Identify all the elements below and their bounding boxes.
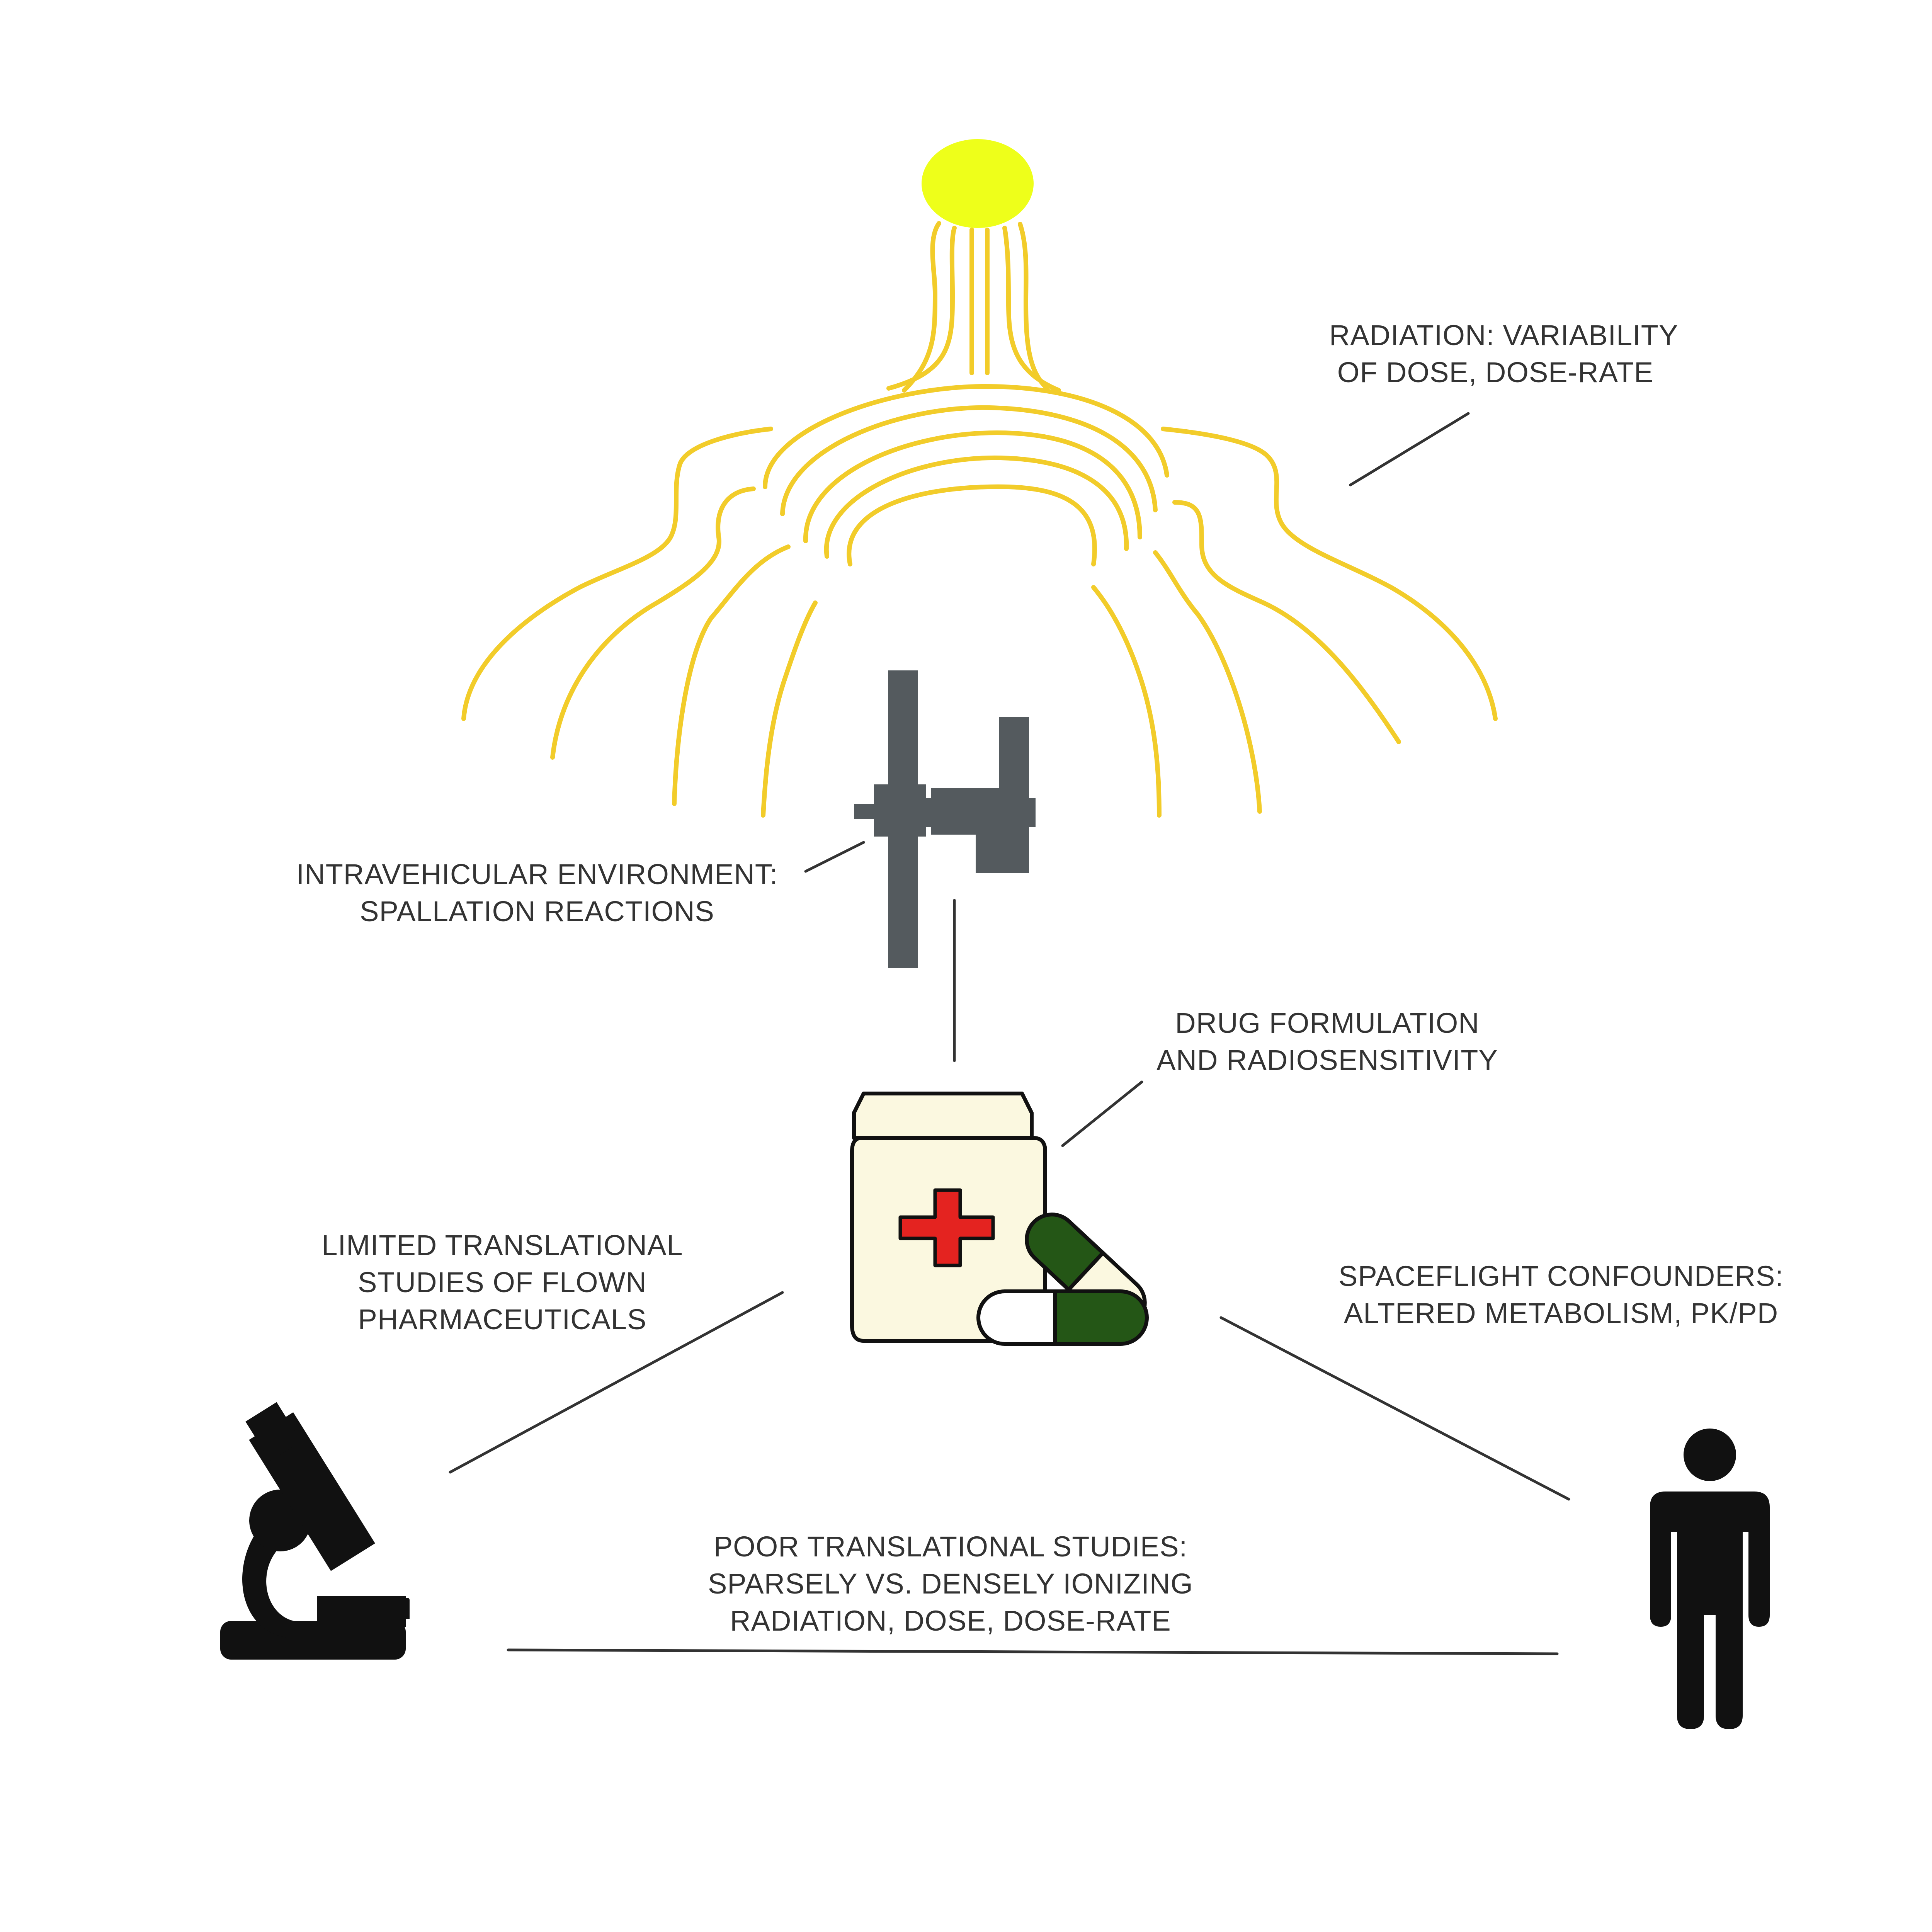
connector-person <box>1219 1316 1570 1501</box>
label-intravehicular-line2: SPALLATION REACTIONS <box>360 895 714 927</box>
label-poor-line2: SPARSELY VS. DENSELY IONIZING <box>708 1568 1193 1600</box>
label-limited-line2: STUDIES OF FLOWN <box>358 1266 647 1298</box>
connector-lines <box>449 412 1570 1655</box>
microscope-icon <box>220 1402 410 1660</box>
label-confounders: SPACEFLIGHT CONFOUNDERS: ALTERED METABOL… <box>1294 1258 1828 1332</box>
label-radiation-line1: RADIATION: VARIABILITY <box>1329 319 1679 351</box>
medical-cross-icon <box>898 1188 995 1267</box>
label-intravehicular: INTRAVEHICULAR ENVIRONMENT: SPALLATION R… <box>263 856 811 930</box>
label-poor-line1: POOR TRANSLATIONAL STUDIES: <box>713 1531 1188 1563</box>
person-icon <box>1650 1429 1770 1729</box>
connector-radiation <box>1349 412 1470 486</box>
radiation-field-lines <box>461 221 1498 818</box>
label-confounders-line2: ALTERED METABOLISM, PK/PD <box>1344 1297 1779 1329</box>
label-poor: POOR TRANSLATIONAL STUDIES: SPARSELY VS.… <box>680 1528 1221 1639</box>
label-radiation: RADIATION: VARIABILITY OF DOSE, DOSE-RAT… <box>1329 317 1679 391</box>
label-drug-line1: DRUG FORMULATION <box>1175 1007 1480 1039</box>
label-intravehicular-line1: INTRAVEHICULAR ENVIRONMENT: <box>296 858 778 890</box>
capsule-icon <box>976 1213 1149 1346</box>
label-drug-line2: AND RADIOSENSITIVITY <box>1156 1044 1498 1076</box>
label-confounders-line1: SPACEFLIGHT CONFOUNDERS: <box>1338 1260 1784 1292</box>
label-radiation-line2: OF DOSE, DOSE-RATE <box>1337 356 1654 388</box>
connector-bottom <box>507 1648 1559 1655</box>
sun-icon <box>922 139 1034 228</box>
label-poor-line3: RADIATION, DOSE, DOSE-RATE <box>730 1605 1171 1637</box>
medicine-bottle-icon <box>850 1092 1047 1343</box>
label-limited-line3: PHARMACEUTICALS <box>358 1303 647 1335</box>
label-drug: DRUG FORMULATION AND RADIOSENSITIVITY <box>1128 1005 1526 1079</box>
label-limited: LIMITED TRANSLATIONAL STUDIES OF FLOWN P… <box>290 1227 715 1338</box>
connector-intravehicular <box>804 841 865 873</box>
label-limited-line1: LIMITED TRANSLATIONAL <box>321 1229 683 1261</box>
space-station-icon <box>854 670 1036 968</box>
connector-microscope <box>449 1291 784 1474</box>
connector-drug <box>1061 1080 1143 1147</box>
